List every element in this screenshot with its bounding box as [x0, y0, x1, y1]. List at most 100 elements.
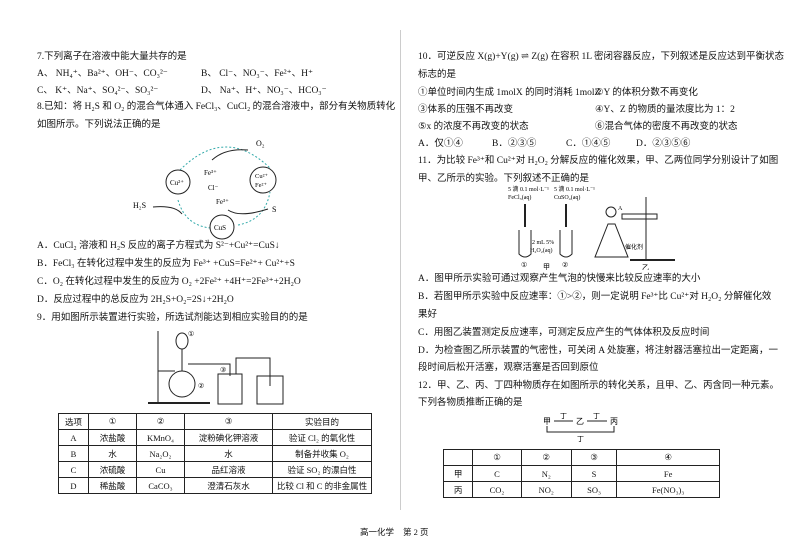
q11-option-b-2: 果好 [418, 310, 438, 320]
cycle-arc-left [177, 199, 211, 229]
q8-stem-1: 8.已知：将 H₂S 和 O₂ 的混合气体通入 FeCl₃、CuCl₂ 的混合溶… [37, 102, 396, 112]
cell: S [570, 465, 618, 482]
separatory-funnel [175, 332, 189, 350]
q7-option-d: D、 Na⁺、H⁺、NO₃⁻、HCO₃⁻ [201, 86, 327, 96]
header-cell: ① [472, 449, 522, 466]
q8-option-a: A．CuCl₂ 溶液和 H₂S 反应的离子方程式为 S²⁻+Cu²⁺=CuS↓ [37, 241, 280, 251]
cell: Fe [616, 465, 720, 482]
tube-1-label: ① [521, 261, 527, 269]
q8-option-c: C．O₂ 在转化过程中发生的反应为 O₂ +2Fe²⁺ +4H⁺=2Fe³⁺+2… [37, 277, 301, 287]
jia-label: 甲 [543, 417, 551, 426]
cell: 甲 [442, 465, 474, 482]
q11-option-c: C．用图乙装置测定反应速率，可测定反应产生的气体体积及反应时间 [418, 328, 710, 338]
o2-arrow [211, 149, 249, 161]
cell: 品红溶液 [184, 461, 273, 478]
cell: KMnO₄ [136, 429, 185, 446]
q7-option-a: A、 NH₄⁺、Ba²⁺、OH⁻、CO₃²⁻ [37, 69, 168, 79]
header-cell: ③ [570, 449, 618, 466]
ding-label-1: 丁 [560, 412, 567, 420]
cell: 制备并收集 O₂ [272, 445, 372, 462]
cell: 稀盐酸 [88, 477, 137, 494]
q9-stem: 9．用如图所示装置进行实验，所选试剂能达到相应实验目的的是 [37, 313, 308, 323]
fecl3-label: FeCl₃(aq) [508, 194, 531, 201]
h2s-label: H₂S [133, 201, 146, 210]
q11-option-d-1: D．为检查图乙所示装置的气密性，可关闭 A 处旋塞，将注射器活塞拉出一定距离，一 [418, 346, 778, 356]
q10-statement-4: ④Y、Z 的物质的量浓度比为 1：2 [595, 105, 735, 115]
label-3: ③ [220, 366, 226, 374]
header-cell: ② [520, 449, 572, 466]
fe3-label: Fe³⁺ [204, 169, 217, 177]
header-cell [442, 449, 474, 466]
q9-apparatus: ① ② ③ [148, 330, 284, 405]
label-1: ① [188, 330, 194, 338]
tube-2 [235, 357, 271, 386]
header-cell: ④ [616, 449, 720, 466]
gas-bottle [217, 373, 243, 405]
arrow-3 [546, 426, 615, 433]
syringe [621, 213, 658, 220]
beaker [256, 375, 284, 405]
q10-stem-2: 标志的是 [418, 70, 457, 80]
cell: D [58, 477, 89, 494]
ding-label-2: 丁 [593, 412, 600, 420]
cell: 验证 Cl₂ 的氧化性 [272, 429, 372, 446]
cell: Fe(NO₃)₃ [616, 481, 720, 498]
q10-option-d: D．②③⑤⑥ [636, 139, 691, 149]
table-header-row: 选项 ① ② ③ 实验目的 [58, 413, 372, 430]
tube-1 [188, 363, 231, 376]
q10-statement-1: ①单位时间内生成 1molX 的同时消耗 1molZ [418, 88, 601, 98]
cell: 水 [88, 445, 137, 462]
cell: 淀粉碘化钾溶液 [184, 429, 273, 446]
cus-label: CuS [214, 224, 226, 232]
cell: Cu [136, 461, 185, 478]
cus-circle [209, 214, 235, 240]
cell: C [58, 461, 89, 478]
q10-option-b: B．②③⑤ [492, 139, 537, 149]
cell: N₂ [520, 465, 572, 482]
q10-option-a: A．仅①④ [418, 139, 463, 149]
fe2-label: Fe²⁺ [255, 182, 267, 189]
q12-conversion-scheme: 甲 乙 丙 丁 丁 丁 [543, 412, 618, 442]
column-divider [400, 30, 401, 510]
q8-option-b: B．FeCl₃ 在转化过程中发生的反应为 Fe³⁺ +CuS=Fe²⁺+ Cu²… [37, 259, 295, 269]
tube-2-label: ② [562, 261, 568, 269]
h2o2-label: H₂O₂(aq) [530, 247, 553, 254]
test-tube-1 [518, 230, 532, 258]
cu2-label-right: Cu²⁺ [255, 173, 268, 180]
cu2-label: Cu²⁺ [170, 179, 184, 187]
q11-option-a: A．图甲所示实验可通过观察产生气泡的快慢来比较反应速率的大小 [418, 274, 701, 284]
cuso4-label: CuSO₄(aq) [554, 194, 580, 201]
q11-option-d-2: 段时间后松开活塞，观察活塞是否回到原位 [418, 363, 599, 373]
round-flask [168, 370, 196, 398]
figure-yi-label: 乙 [642, 264, 649, 270]
test-tube-2 [559, 230, 573, 258]
q10-stem-1: 10．可逆反应 X(g)+Y(g) ⇌ Z(g) 在容积 1L 密闭容器反应，下… [418, 52, 785, 62]
q7-option-b: B、 Cl⁻、NO₃⁻、Fe²⁺、H⁺ [201, 69, 313, 79]
cell: C [472, 465, 522, 482]
q11-stem-2: 甲、乙所示的实验。下列叙述不正确的是 [418, 174, 590, 184]
cell: Na₂O₂ [136, 445, 185, 462]
h2o2-volume-label: 2 mL 5% [532, 240, 554, 246]
o2-label: O₂ [256, 139, 265, 148]
cell: B [58, 445, 89, 462]
cu2-circle [165, 169, 191, 195]
q11-option-b-1: B．若图甲所示实验中反应速率：①>②，则一定说明 Fe³⁺比 Cu²⁺对 H₂O… [418, 292, 772, 302]
funnel [605, 206, 617, 218]
figure-jia-label: 甲 [543, 263, 550, 270]
q11-apparatus: 5 滴 0.1 mol·L⁻¹ FeCl₃(aq) 5 滴 0.1 mol·L⁻… [508, 185, 675, 270]
s-arrow [227, 208, 269, 215]
cell: 水 [184, 445, 273, 462]
drop1-label: 5 滴 0.1 mol·L⁻¹ [508, 185, 549, 193]
cell: NO₂ [520, 481, 572, 498]
cell: CaCO₃ [136, 477, 185, 494]
q12-stem-2: 下列各物质推断正确的是 [418, 398, 523, 408]
